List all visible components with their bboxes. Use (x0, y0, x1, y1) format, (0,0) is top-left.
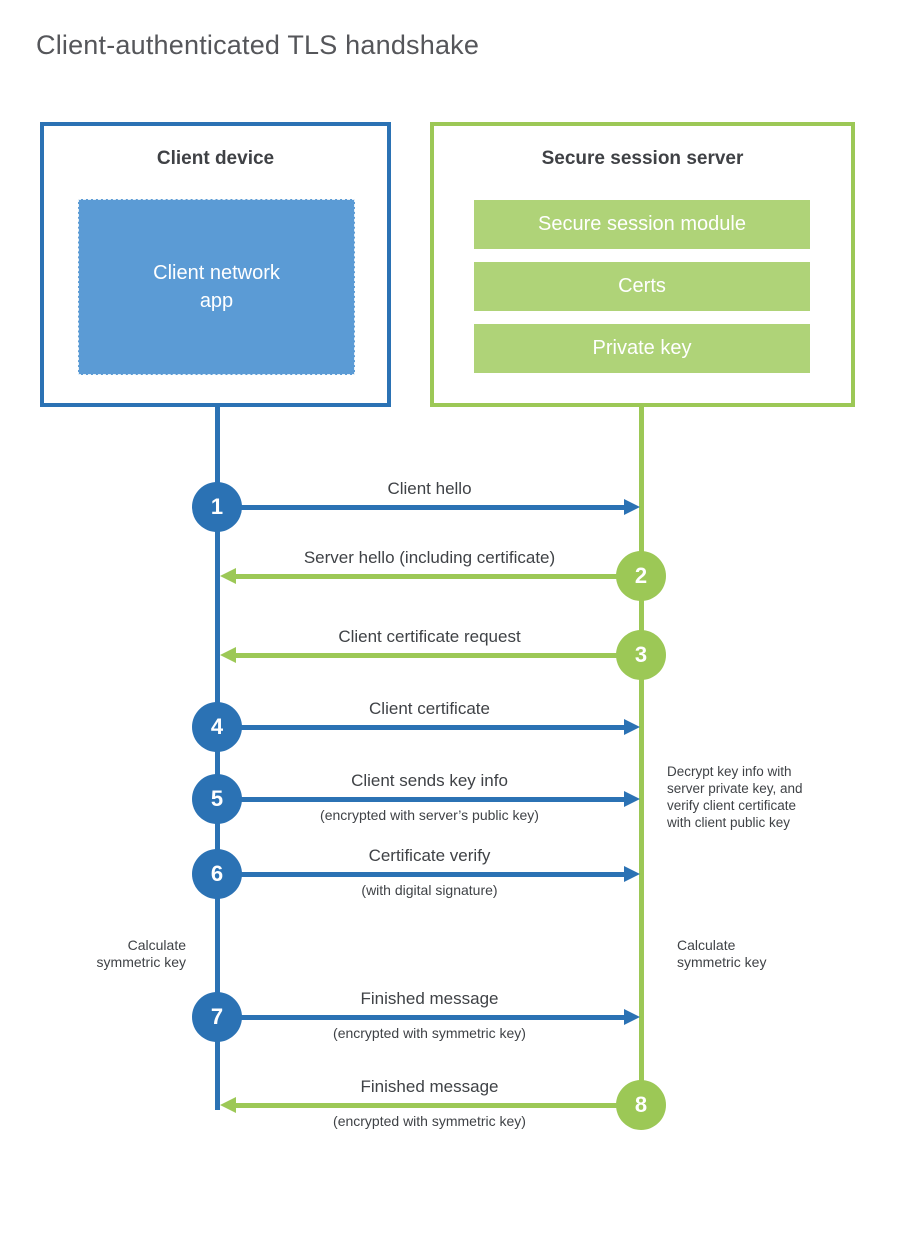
module-private-key: Private key (474, 324, 810, 373)
step-5-sublabel: (encrypted with server’s public key) (320, 807, 539, 823)
step-1-arrowhead-icon (624, 499, 640, 515)
secure-session-server-box: Secure session server Secure session mod… (430, 122, 855, 407)
step-4-label: Client certificate (369, 699, 490, 718)
step-8-arrowhead-icon (220, 1097, 236, 1113)
step-7-sublabel: (encrypted with symmetric key) (333, 1025, 526, 1041)
step-1-circle: 1 (192, 482, 242, 532)
decrypt-note-line3: verify client certificate (667, 798, 797, 813)
client-device-box: Client device Client network app (40, 122, 391, 407)
step-2-arrowhead-icon (220, 568, 236, 584)
step-8-label: Finished message (360, 1077, 499, 1096)
module-certs: Certs (474, 262, 810, 311)
step-8-arrow (236, 1103, 641, 1108)
step-4-arrowhead-icon (624, 719, 640, 735)
decrypt-note-line4: with client public key (667, 815, 791, 830)
step-1-arrow (217, 505, 624, 510)
server-lifeline (639, 405, 644, 1105)
step-1-label: Client hello (387, 479, 472, 498)
calc-left-line1: Calculate (127, 937, 186, 953)
step-3-label: Client certificate request (338, 627, 521, 646)
decrypt-note-line2: server private key, and (667, 781, 803, 796)
calc-right-line1: Calculate (677, 937, 736, 953)
step-6-arrowhead-icon (624, 866, 640, 882)
page-title: Client-authenticated TLS handshake (36, 30, 480, 60)
calc-symmetric-key-note-left: Calculate symmetric key (66, 937, 186, 971)
step-7-arrow (217, 1015, 624, 1020)
decrypt-note-line1: Decrypt key info with (667, 764, 792, 779)
calc-left-line2: symmetric key (96, 954, 186, 970)
step-5-arrowhead-icon (624, 791, 640, 807)
step-2-arrow (236, 574, 641, 579)
step-5-arrow (217, 797, 624, 802)
step-5-label: Client sends key info (351, 771, 508, 790)
step-6-arrow (217, 872, 624, 877)
calc-symmetric-key-note-right: Calculate symmetric key (677, 937, 797, 971)
client-app-label-line2: app (199, 290, 234, 312)
step-6-sublabel: (with digital signature) (361, 882, 498, 898)
step-7-label: Finished message (360, 989, 499, 1008)
step-8-circle: 8 (616, 1080, 666, 1130)
calc-right-line2: symmetric key (677, 954, 767, 970)
step-8-sublabel: (encrypted with symmetric key) (333, 1113, 526, 1129)
client-network-app-box: Client network app (78, 199, 355, 375)
step-3-arrowhead-icon (220, 647, 236, 663)
decrypt-note: Decrypt key info with server private key… (667, 763, 842, 831)
step-2-circle: 2 (616, 551, 666, 601)
client-app-label-line1: Client network (153, 262, 280, 284)
step-3-circle: 3 (616, 630, 666, 680)
step-7-arrowhead-icon (624, 1009, 640, 1025)
server-title: Secure session server (541, 148, 744, 169)
step-3-arrow (236, 653, 641, 658)
step-2-label: Server hello (including certificate) (303, 548, 556, 567)
step-4-circle: 4 (192, 702, 242, 752)
client-lifeline (215, 405, 220, 1110)
module-secure-session: Secure session module (474, 200, 810, 249)
step-4-arrow (217, 725, 624, 730)
client-device-title: Client device (156, 148, 275, 169)
step-6-label: Certificate verify (368, 846, 491, 865)
step-7-circle: 7 (192, 992, 242, 1042)
step-5-circle: 5 (192, 774, 242, 824)
step-6-circle: 6 (192, 849, 242, 899)
